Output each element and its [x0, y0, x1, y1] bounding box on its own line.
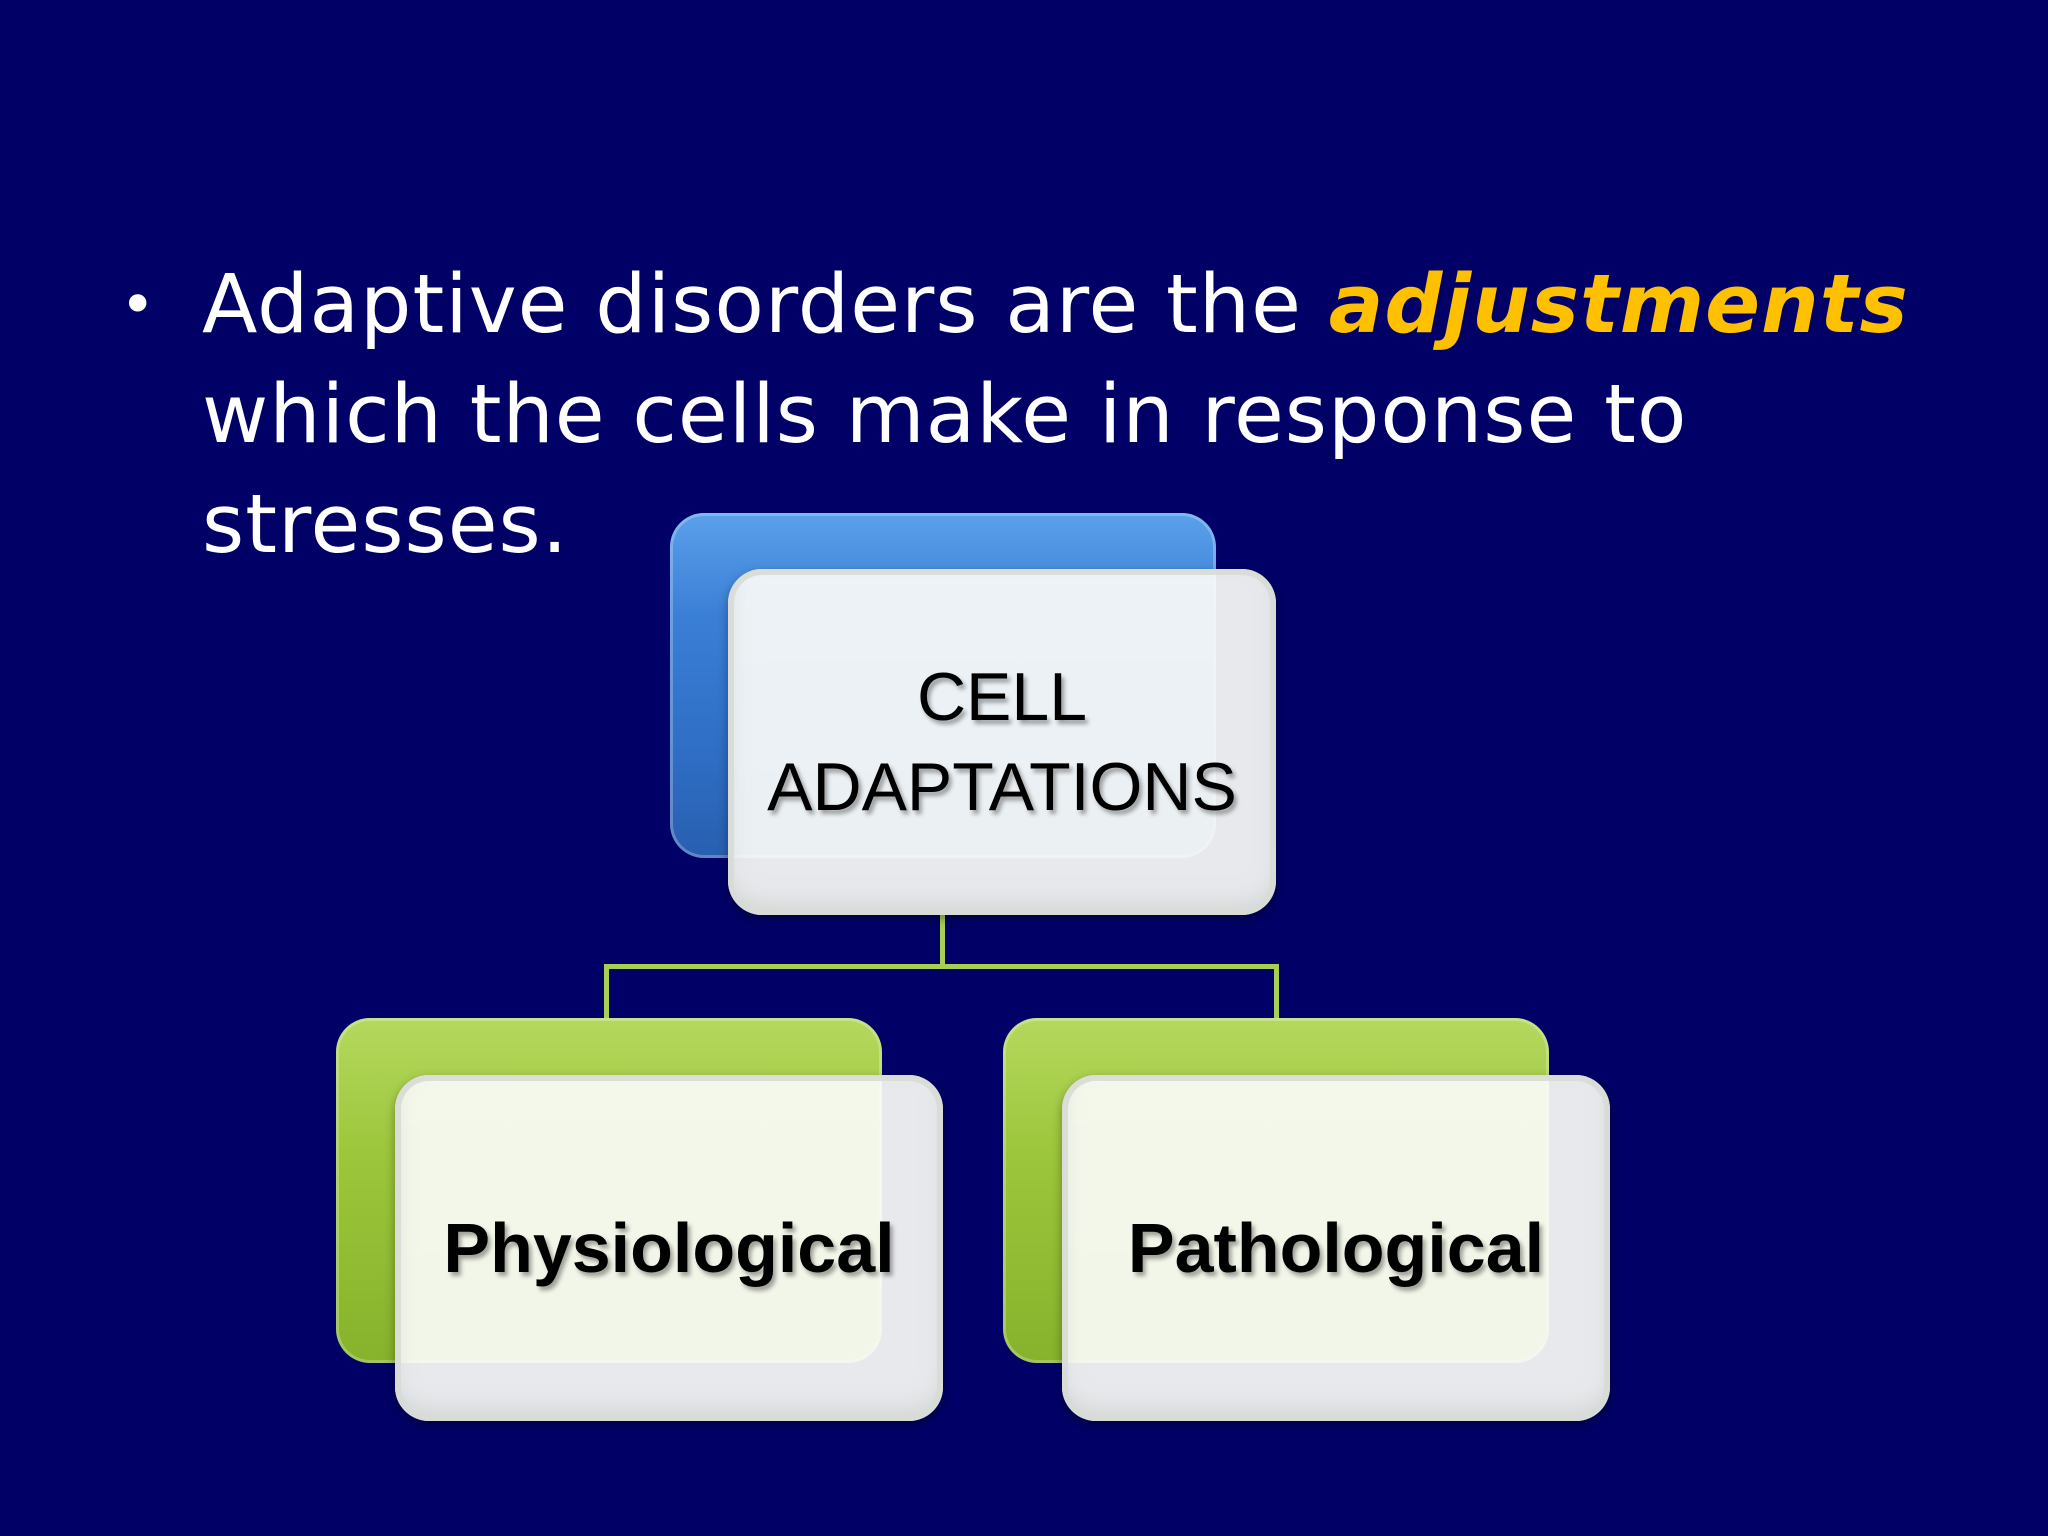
connector-left-drop	[604, 964, 609, 1018]
bullet-text: Adaptive disorders are the adjustments w…	[202, 250, 2002, 580]
child-node-physiological: Physiological	[395, 1075, 943, 1421]
child-node-pathological: Pathological	[1062, 1075, 1610, 1421]
bullet-emphasis: adjustments	[1328, 258, 1909, 352]
bullet-text-start: Adaptive disorders are the	[202, 258, 1329, 352]
root-node-label-line1: CELL	[916, 659, 1088, 735]
root-node-label: CELL ADAPTATIONS	[767, 652, 1237, 832]
connector-horizontal	[604, 964, 1279, 969]
bullet-text-end: which the cells make in response to stre…	[202, 368, 1688, 572]
child-node-physiological-label: Physiological	[443, 1209, 895, 1287]
connector-root-stem	[940, 915, 945, 969]
child-node-pathological-label: Pathological	[1127, 1209, 1545, 1287]
root-node: CELL ADAPTATIONS	[728, 569, 1276, 915]
connector-right-drop	[1274, 964, 1279, 1018]
root-node-label-line2: ADAPTATIONS	[767, 749, 1237, 825]
bullet-marker: •	[120, 270, 157, 340]
